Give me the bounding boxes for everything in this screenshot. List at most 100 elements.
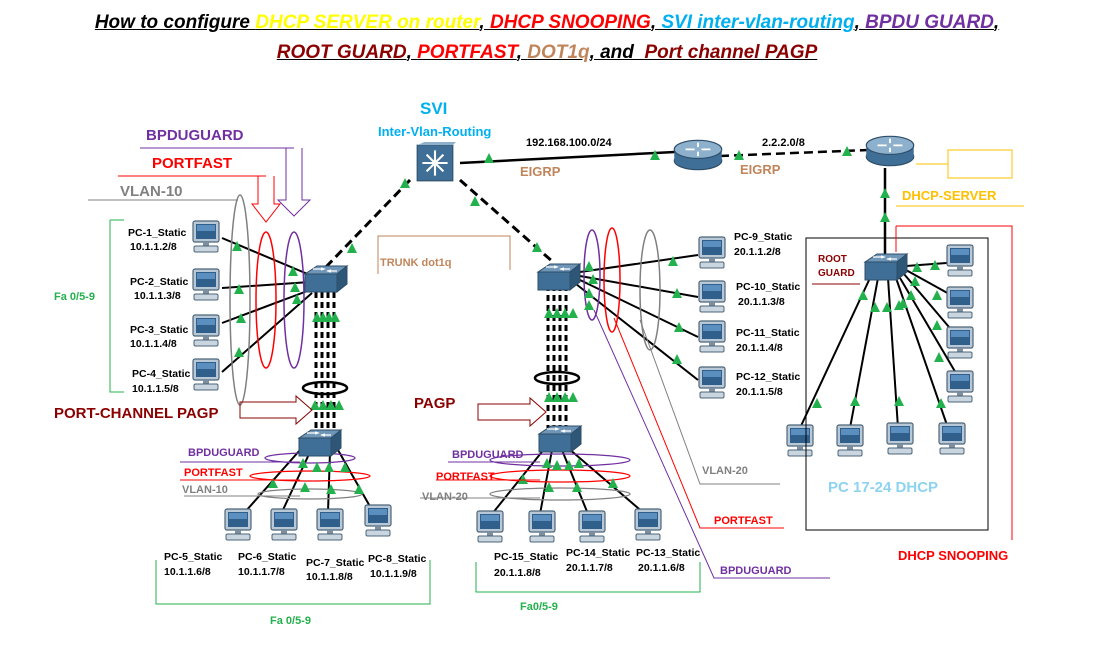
pc-dhcp-4-icon[interactable]: [938, 422, 966, 455]
pc-5-ip: 10.1.1.6/8: [164, 566, 211, 578]
pc-14-icon[interactable]: [528, 510, 556, 543]
switch-top-middle[interactable]: [537, 263, 581, 291]
pc-13b-icon[interactable]: [634, 508, 662, 541]
vlan20-right-label: VLAN-20: [702, 465, 748, 477]
trunk-label: TRUNK dot1q: [380, 257, 452, 269]
title-segment: ,: [516, 42, 528, 63]
title-segment: ,: [854, 12, 866, 33]
diagram-title: How to configure DHCP SERVER on router , …: [0, 8, 1094, 68]
pc-6-icon[interactable]: [270, 508, 298, 541]
l3-switch-svi[interactable]: [415, 142, 458, 183]
title-segment: BPDU GUARD: [865, 12, 994, 33]
annotation-lines: [88, 147, 1024, 605]
pc-2-name: PC-2_Static: [130, 276, 189, 288]
title-line-1: How to configure DHCP SERVER on router, …: [0, 8, 1094, 38]
fa-bottom-left-label: Fa 0/5-9: [270, 615, 311, 627]
fa-left-label: Fa 0/5-9: [54, 291, 95, 303]
pc-9-name: PC-9_Static: [734, 231, 793, 243]
title-segment: ROOT GUARD: [276, 42, 407, 63]
switch-dhcp[interactable]: [864, 253, 908, 281]
pc-12-ip: 20.1.1.5/8: [736, 386, 783, 398]
title-segment: ,: [993, 12, 1000, 33]
pc-7-icon[interactable]: [316, 508, 344, 541]
guard-ellipses-left: [229, 194, 305, 406]
root-guard-label-2: GUARD: [818, 268, 855, 279]
pc-8-ip: 10.1.1.9/8: [370, 568, 417, 580]
pc-13-ip: 20.1.1.6/8: [638, 562, 685, 574]
pc-dhcp-2-icon[interactable]: [836, 424, 864, 457]
pc-4-ip: 10.1.1.5/8: [132, 383, 179, 395]
pc-10-name: PC-10_Static: [736, 281, 800, 293]
pc-dhcp-7-icon[interactable]: [946, 326, 974, 359]
pc-8-name: PC-8_Static: [368, 553, 427, 565]
pc-12-name: PC-12_Static: [736, 371, 800, 383]
pc-9-icon[interactable]: [698, 236, 726, 269]
vlan20-bottom-middle-label: VLAN-20: [422, 491, 468, 503]
pc-14-ip: 20.1.1.7/8: [566, 562, 613, 574]
switch-top-left[interactable]: [304, 265, 348, 293]
core-links: [321, 148, 887, 272]
port-channel-middle: [546, 285, 568, 428]
pc-15-icon[interactable]: [476, 510, 504, 543]
pc-13-name: PC-13_Static: [636, 547, 700, 559]
portfast-bottom-middle-label: PORTFAST: [436, 471, 495, 483]
pc-11-name: PC-11_Static: [736, 327, 800, 339]
pc-2-ip: 10.1.1.3/8: [134, 290, 181, 302]
router-dhcp-server[interactable]: [865, 135, 915, 167]
pc-13-icon[interactable]: [578, 510, 606, 543]
pc-10-icon[interactable]: [698, 280, 726, 313]
guard-ellipses-middle: [583, 227, 661, 351]
router-middle[interactable]: [673, 139, 723, 171]
pc-15-ip: 20.1.1.8/8: [494, 567, 541, 579]
pc-7-ip: 10.1.1.8/8: [306, 571, 353, 583]
pc-dhcp-3-icon[interactable]: [886, 422, 914, 455]
pc-10-ip: 20.1.1.3/8: [738, 296, 785, 308]
eigrp-label-2: EIGRP: [740, 162, 781, 177]
pc-1-icon[interactable]: [192, 220, 220, 253]
pc-4-icon[interactable]: [192, 358, 220, 391]
portfast-right-label: PORTFAST: [714, 515, 773, 527]
labels: SVI Inter-Vlan-Routing 192.168.100.0/24 …: [54, 99, 1008, 627]
pc-2-icon[interactable]: [192, 268, 220, 301]
title-line-2: ROOT GUARD, PORTFAST, DOT1q, and Port ch…: [0, 38, 1094, 68]
pc-8-icon[interactable]: [364, 504, 392, 537]
title-segment: ,: [406, 42, 418, 63]
network-192-label: 192.168.100.0/24: [526, 137, 613, 149]
title-segment: DHCP SERVER on router: [255, 12, 480, 33]
pc-11-ip: 20.1.1.4/8: [736, 342, 783, 354]
pc-3-icon[interactable]: [192, 314, 220, 347]
pc-1-ip: 10.1.1.2/8: [130, 241, 177, 253]
pagp-ring-left: [301, 380, 349, 396]
access-links-dhcp: [799, 261, 961, 429]
port-channel-label: PORT-CHANNEL PAGP: [54, 405, 218, 422]
pc-dhcp-8-icon[interactable]: [946, 370, 974, 403]
title-segment: PORTFAST: [417, 42, 517, 63]
title-segment: Port channel PAGP: [644, 42, 818, 63]
port-channel-left: [314, 292, 336, 432]
pc-5-name: PC-5_Static: [164, 551, 223, 563]
title-segment: , and: [589, 42, 645, 63]
pc-5-icon[interactable]: [224, 508, 252, 541]
pc-11-icon[interactable]: [698, 320, 726, 353]
pc-dhcp-5-icon[interactable]: [946, 244, 974, 277]
pc-9-ip: 20.1.1.2/8: [734, 246, 781, 258]
pc-dhcp-label: PC 17-24 DHCP: [828, 479, 938, 496]
portfast-bottom-left-label: PORTFAST: [184, 467, 243, 479]
pagp-ring-middle: [533, 370, 581, 386]
access-links-left: [221, 237, 313, 373]
root-guard-label-1: ROOT: [818, 254, 847, 265]
title-segment: How to configure: [94, 12, 256, 33]
switch-bottom-middle[interactable]: [538, 425, 582, 453]
pc-12-icon[interactable]: [698, 366, 726, 399]
dhcp-server-label: DHCP-SERVER: [902, 188, 997, 203]
pc-14-name: PC-14_Static: [566, 547, 630, 559]
pc-6-ip: 10.1.1.7/8: [238, 566, 285, 578]
pc-labels: PC-1_Static 10.1.1.2/8 PC-2_Static 10.1.…: [128, 227, 800, 583]
switch-bottom-left[interactable]: [298, 429, 342, 457]
pc-dhcp-6-icon[interactable]: [946, 286, 974, 319]
pc-3-ip: 10.1.1.4/8: [130, 338, 177, 350]
pc-6-name: PC-6_Static: [238, 551, 297, 563]
fa-bottom-middle-label: Fa0/5-9: [520, 601, 558, 613]
pc-dhcp-1-icon[interactable]: [786, 424, 814, 457]
